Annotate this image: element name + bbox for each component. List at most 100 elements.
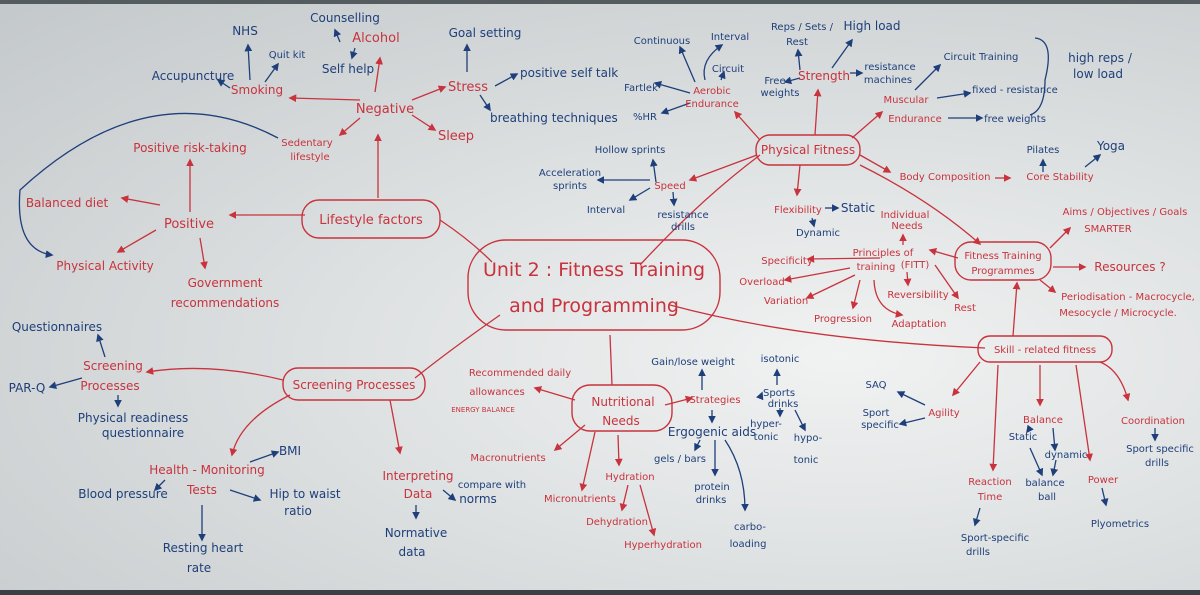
body-composition-node: Body Composition: [900, 172, 991, 183]
screening-processes-hub: Screening Processes: [293, 378, 416, 392]
circuit-training-node: Circuit Training: [944, 52, 1019, 63]
micronutrients-node: Micronutrients: [544, 494, 616, 505]
balance-ball-line1: balance: [1025, 478, 1064, 489]
accupuncture-node: Accupuncture: [152, 69, 235, 83]
bmi-node: BMI: [279, 444, 301, 458]
hip-waist-line2: ratio: [284, 504, 312, 518]
coordination-drills-line2: drills: [1145, 458, 1169, 469]
free-weights-muscular-node: free weights: [984, 114, 1046, 125]
core-stability-node: Core Stability: [1026, 172, 1093, 183]
rest-node: Rest: [786, 37, 808, 48]
balance-node: Balance: [1023, 415, 1063, 426]
agility-node: Agility: [928, 408, 959, 419]
balance-static-node: Static: [1009, 432, 1038, 443]
principles-arrows: [783, 226, 1087, 337]
compare-norms-line1: compare with: [458, 480, 526, 491]
programmes-cloud: [954, 241, 1052, 281]
reaction-drills-line2: drills: [966, 547, 990, 558]
rda-line1: Recommended daily: [469, 368, 571, 379]
center-cloud: [467, 239, 721, 331]
nutritional-needs-line1: Nutritional: [591, 395, 654, 409]
isotonic-node: isotonic: [761, 354, 800, 365]
nutrition-cloud: [571, 384, 673, 432]
sports-drinks-line2: drinks: [768, 399, 799, 410]
lifestyle-cloud: [301, 199, 441, 239]
energy-balance-label: ENERGY BALANCE: [451, 406, 515, 414]
acceleration-sprints-line2: sprints: [553, 181, 587, 192]
hyperhydration-node: Hyperhydration: [624, 540, 702, 551]
reaction-time-line1: Reaction: [968, 477, 1011, 488]
screening-cloud: [282, 367, 426, 401]
aerobic-node-line1: Aerobic: [693, 86, 730, 97]
adaptation-node: Adaptation: [892, 319, 947, 330]
high-reps-note-line1: high reps /: [1068, 51, 1133, 65]
hypertonic-line1: hyper-: [750, 419, 782, 430]
resting-hr-line2: rate: [187, 561, 211, 575]
quit-kit-node: Quit kit: [269, 50, 306, 61]
high-load-node: High load: [843, 19, 900, 33]
coordination-node: Coordination: [1121, 416, 1185, 427]
resistance-machines-line2: machines: [864, 75, 912, 86]
strength-node: Strength: [798, 69, 850, 83]
carbo-loading-line2: loading: [730, 539, 767, 550]
smoking-node: Smoking: [231, 83, 283, 97]
free-weights-node-line1: Free: [764, 76, 785, 87]
interval-node: Interval: [711, 32, 749, 43]
negative-node: Negative: [356, 102, 414, 117]
hollow-sprints-node: Hollow sprints: [595, 145, 666, 156]
resources-node: Resources ?: [1094, 260, 1165, 274]
resistance-machines-line1: resistance: [864, 62, 915, 73]
balance-dynamic-node: dynamic: [1045, 450, 1088, 461]
aims-node-line1: Aims / Objectives / Goals: [1063, 207, 1188, 218]
physical-fitness-arrows: [596, 37, 1102, 246]
programmes-node-line1: Fitness Training: [964, 251, 1041, 262]
whiteboard-frame-bottom: [0, 590, 1200, 595]
lifestyle-factors-node: Lifestyle factors: [319, 213, 423, 228]
breathing-techniques-node: breathing techniques: [490, 111, 618, 125]
free-weights-node-line2: weights: [761, 88, 800, 99]
government-node-line2: recommendations: [171, 296, 280, 310]
power-node: Power: [1088, 475, 1119, 486]
par-q-node: PAR-Q: [9, 381, 46, 395]
sedentary-node-line1: Sedentary: [281, 138, 332, 149]
questionnaires-node: Questionnaires: [12, 320, 102, 334]
hub-connectors: [228, 133, 986, 386]
plyometrics-node: Plyometrics: [1091, 519, 1149, 530]
counselling-node: Counselling: [310, 11, 380, 25]
rest-principle-node: Rest: [954, 303, 976, 314]
physical-readiness-line1: Physical readiness: [78, 411, 188, 425]
whiteboard-frame-top: [0, 0, 1200, 4]
sports-drinks-line1: Sports: [763, 388, 795, 399]
saq-node: SAQ: [865, 380, 886, 391]
flexibility-node: Flexibility: [774, 205, 822, 216]
positive-risk-taking-node: Positive risk-taking: [133, 141, 246, 155]
physical-fitness-node: Physical Fitness: [761, 143, 855, 157]
goal-setting-node: Goal setting: [449, 26, 522, 40]
principles-node-line1: Principles of: [853, 248, 914, 259]
protein-drinks-line2: drinks: [696, 495, 727, 506]
self-help-node: Self help: [322, 62, 374, 76]
muscular-endurance-line1: Muscular: [883, 95, 929, 106]
carbo-loading-line1: carbo-: [734, 522, 766, 533]
aims-node-line2: SMARTER: [1084, 224, 1131, 235]
rda-line2: allowances: [469, 387, 524, 398]
interpreting-line2: Data: [404, 487, 433, 501]
resting-hr-line1: Resting heart: [163, 541, 244, 555]
continuous-node: Continuous: [634, 36, 690, 47]
macronutrients-node: Macronutrients: [470, 453, 545, 464]
specificity-node: Specificity: [761, 256, 813, 267]
variation-node: Variation: [764, 296, 808, 307]
physical-activity-node: Physical Activity: [56, 259, 154, 273]
pilates-node: Pilates: [1027, 145, 1060, 156]
high-reps-note-line2: low load: [1073, 67, 1123, 81]
sport-specific-agility-line2: specific: [861, 420, 899, 431]
overload-node: Overload: [739, 277, 784, 288]
fitt-label: (FITT): [901, 260, 930, 271]
hypotonic-line1: hypo-: [794, 433, 823, 444]
circuit-node: Circuit: [712, 64, 744, 75]
individual-needs-line1: Individual: [881, 210, 930, 221]
hypotonic-line2: tonic: [794, 455, 819, 466]
fartlek-node: Fartlek: [624, 83, 658, 94]
principles-node-line2: training: [857, 262, 896, 273]
